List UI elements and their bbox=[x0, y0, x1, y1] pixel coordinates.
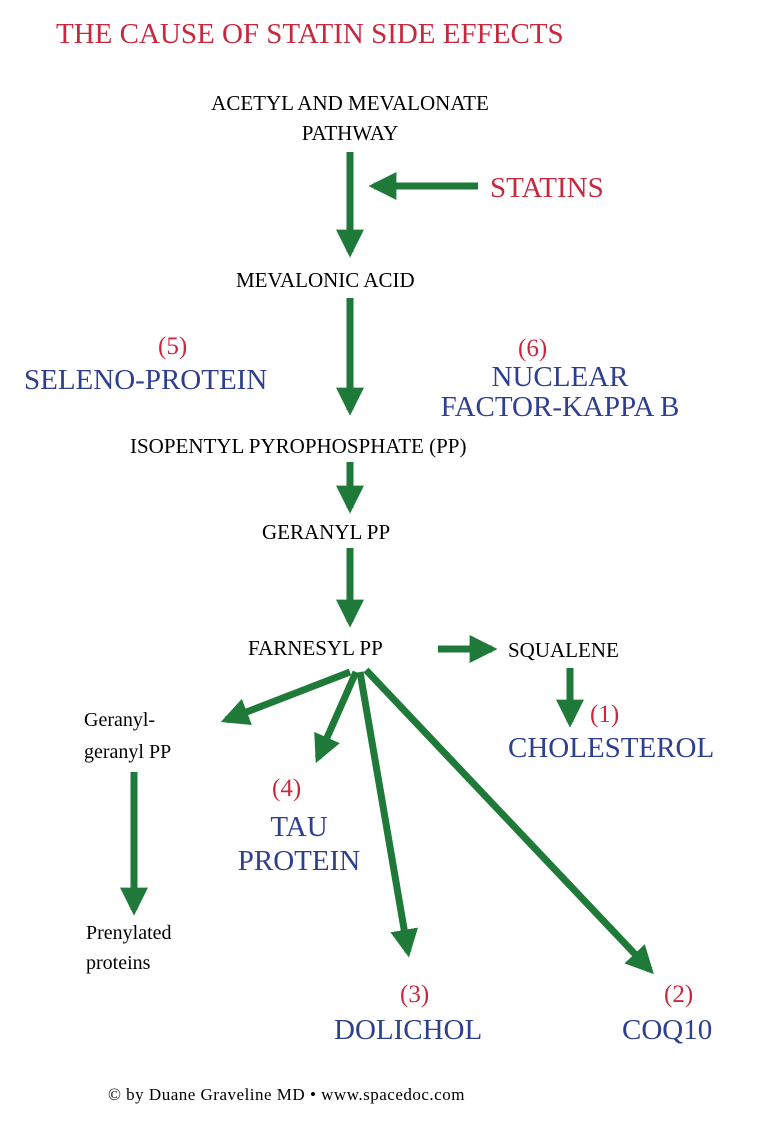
node-geranylgeranyl-pp: Geranyl- geranyl PP bbox=[84, 704, 171, 768]
node-geranylgeranyl-line1: Geranyl- bbox=[84, 709, 156, 731]
node-acetyl-mevalonate: ACETYL AND MEVALONATE PATHWAY bbox=[140, 88, 560, 148]
diagram-title: THE CAUSE OF STATIN SIDE EFFECTS bbox=[56, 18, 564, 50]
node-isopentyl-pp: ISOPENTYL PYROPHOSPHATE (PP) bbox=[130, 434, 467, 458]
node-squalene: SQUALENE bbox=[508, 638, 619, 662]
effect-3-label: DOLICHOL bbox=[334, 1014, 483, 1046]
effect-2-label: COQ10 bbox=[622, 1014, 713, 1046]
node-mevalonic-acid: MEVALONIC ACID bbox=[236, 268, 415, 292]
effect-1-label: CHOLESTEROL bbox=[508, 732, 715, 764]
node-geranylgeranyl-line2: geranyl PP bbox=[84, 741, 172, 763]
effect-6-label-line1: NUCLEAR bbox=[491, 361, 629, 393]
effect-6-label: NUCLEAR FACTOR-KAPPA B bbox=[410, 362, 710, 422]
effect-4-label-line2: PROTEIN bbox=[237, 845, 361, 877]
node-farnesyl-pp: FARNESYL PP bbox=[248, 636, 383, 660]
footer-credit: © by Duane Graveline MD • www.spacedoc.c… bbox=[108, 1085, 465, 1104]
node-acetyl-line1: ACETYL AND MEVALONATE bbox=[211, 91, 489, 115]
effect-1-number: (1) bbox=[590, 701, 620, 728]
effect-4-number: (4) bbox=[272, 775, 302, 802]
effect-6-number: (6) bbox=[518, 335, 548, 362]
effect-4-label: TAU PROTEIN bbox=[214, 810, 384, 878]
effect-5-label: SELENO-PROTEIN bbox=[24, 364, 268, 396]
effect-5-number: (5) bbox=[158, 333, 188, 360]
node-prenylated-line1: Prenylated bbox=[86, 922, 172, 944]
node-geranyl-pp: GERANYL PP bbox=[262, 520, 391, 544]
arrow-farnesyl-to-geranylgeranyl bbox=[220, 668, 352, 725]
arrow-farnesyl-to-coq10 bbox=[363, 667, 654, 975]
effect-3-number: (3) bbox=[400, 981, 430, 1008]
arrow-farnesyl-to-dolichol bbox=[356, 671, 419, 958]
node-prenylated-proteins: Prenylated proteins bbox=[86, 918, 172, 978]
effect-2-number: (2) bbox=[664, 981, 694, 1008]
effect-6-label-line2: FACTOR-KAPPA B bbox=[440, 391, 680, 423]
node-acetyl-line2: PATHWAY bbox=[301, 121, 399, 145]
arrow-farnesyl-to-tau bbox=[314, 670, 360, 764]
effect-4-label-line1: TAU bbox=[270, 811, 328, 843]
node-statins: STATINS bbox=[490, 172, 604, 204]
node-prenylated-line2: proteins bbox=[86, 952, 151, 974]
